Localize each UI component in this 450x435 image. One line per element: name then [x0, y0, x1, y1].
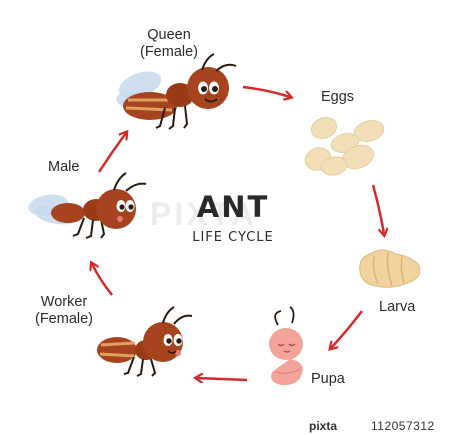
arrow-male-to-queen	[97, 133, 126, 173]
label-worker: Worker (Female)	[35, 294, 93, 328]
label-larva: Larva	[379, 299, 416, 315]
label-male: Male	[48, 159, 80, 175]
label-queen-line2: (Female)	[140, 44, 199, 60]
label-queen: Queen (Female)	[140, 27, 198, 61]
queen-ant-illustration	[116, 53, 237, 130]
arrow-queen-to-eggs	[242, 85, 290, 97]
label-worker-line1: Worker	[40, 294, 88, 310]
label-pupa: Pupa	[311, 371, 345, 387]
pupa-illustration	[269, 306, 303, 386]
footer-brand: pixta	[309, 419, 338, 433]
footer-bar: pixta 112057312	[0, 416, 450, 435]
arrow-pupa-to-worker	[197, 378, 248, 380]
larva-illustration	[359, 249, 421, 288]
label-queen-line1: Queen	[147, 27, 191, 43]
worker-ant-illustration	[97, 306, 193, 377]
diagram-title: ANT	[196, 190, 270, 224]
diagram-subtitle: LIFE CYCLE	[192, 230, 274, 245]
eggs-illustration	[304, 117, 385, 176]
arrow-larva-to-pupa	[331, 310, 363, 348]
male-ant-illustration	[28, 172, 147, 239]
arrow-eggs-to-larva	[371, 184, 384, 234]
watermark-text: PIXTA	[150, 196, 257, 232]
label-eggs: Eggs	[321, 89, 355, 105]
arrow-worker-to-male	[92, 264, 113, 296]
footer-image-id: 112057312	[371, 419, 435, 433]
label-worker-line2: (Female)	[35, 311, 94, 327]
